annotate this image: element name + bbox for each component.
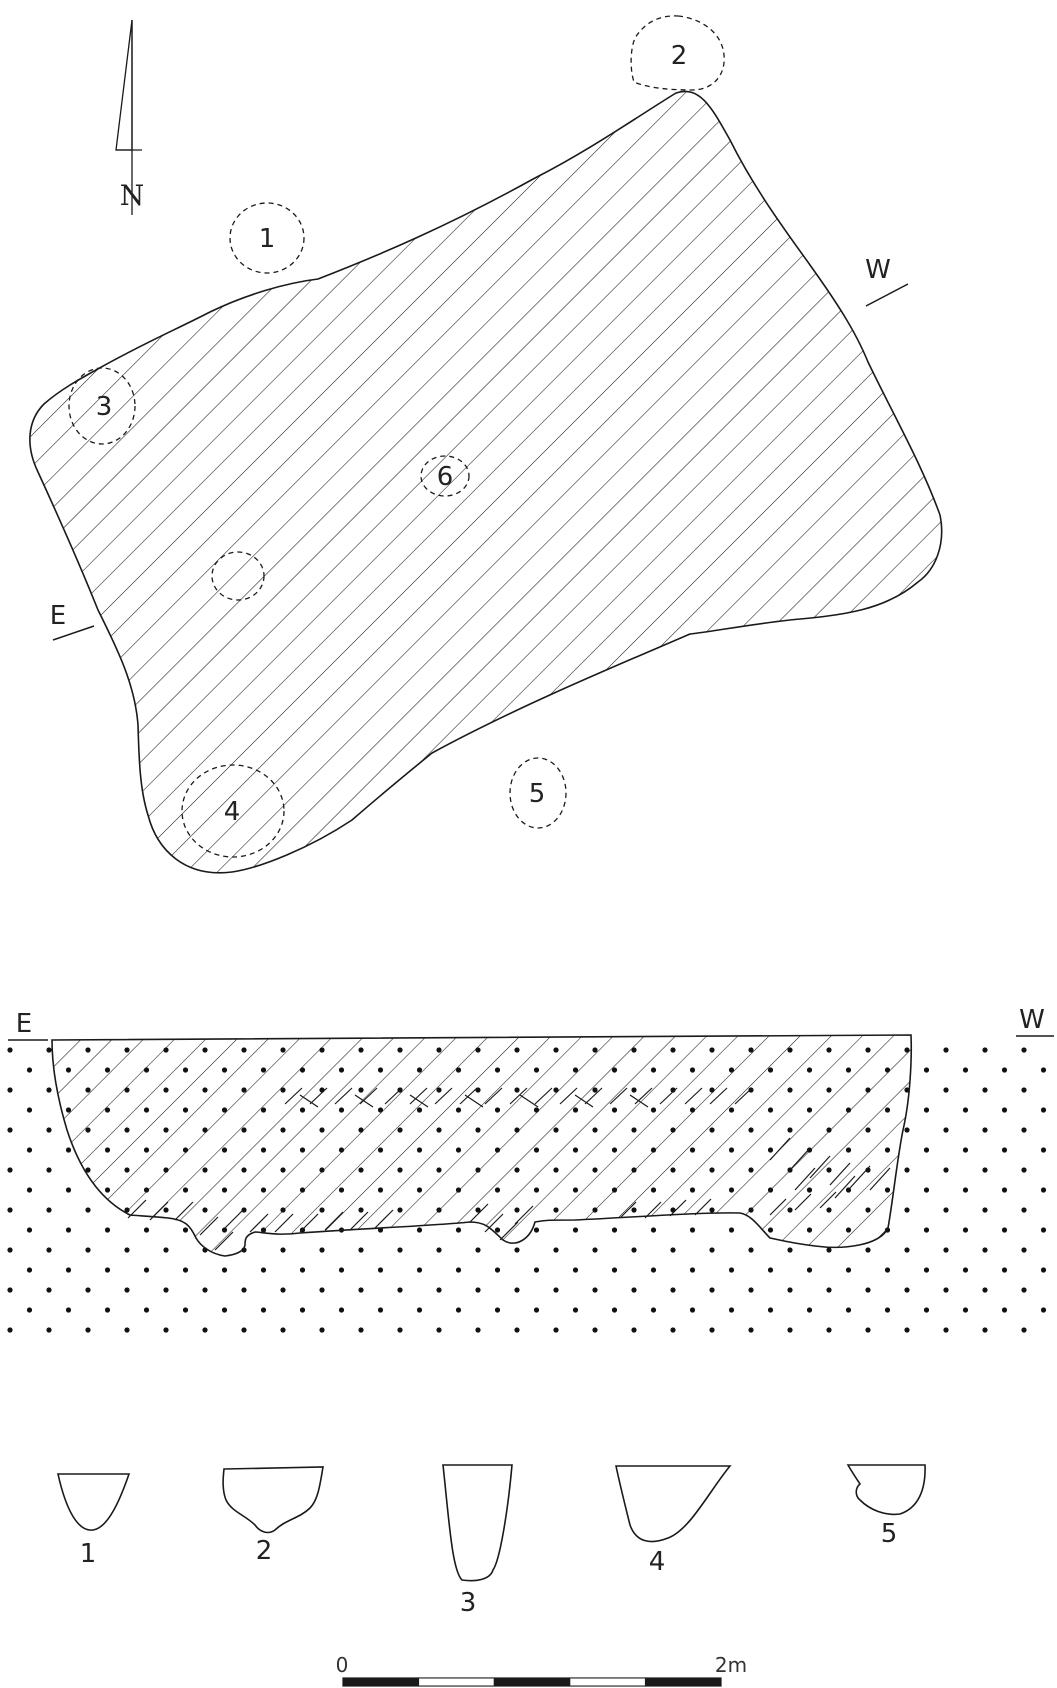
plan-label-west: W	[865, 255, 891, 285]
scale-bar-segment	[343, 1678, 419, 1686]
scale-bar-segment	[418, 1677, 495, 1687]
feature-4-label: 4	[224, 797, 241, 827]
profile-1-label: 1	[80, 1539, 97, 1569]
scale-bar-start-label: 0	[336, 1653, 349, 1677]
plan-view: W E 1 2 3 4 5 6	[29, 15, 943, 874]
section-view: E W	[0, 1005, 1057, 1335]
feature-unlabeled-outline	[211, 551, 265, 601]
scale-bar-segment	[645, 1678, 721, 1686]
feature-5-outline	[509, 757, 567, 829]
profile-2-label: 2	[256, 1536, 273, 1566]
plan-label-east: E	[50, 601, 66, 631]
profile-5-label: 5	[881, 1519, 898, 1549]
plan-section-marker-west	[865, 283, 909, 307]
profile-4-label: 4	[649, 1547, 666, 1577]
feature-1-label: 1	[259, 224, 276, 254]
plan-outline	[29, 90, 943, 874]
feature-2-outline	[630, 15, 725, 91]
profile-2-shape	[222, 1466, 324, 1534]
feature-1-outline	[229, 202, 305, 274]
feature-6-outline	[420, 455, 470, 497]
profile-3-shape	[442, 1464, 513, 1582]
feature-3-label: 3	[96, 392, 113, 422]
feature-4-outline	[181, 764, 285, 858]
north-arrow: N	[115, 19, 145, 215]
scale-bar-end-label: 2m	[715, 1653, 747, 1677]
feature-2-label: 2	[671, 41, 688, 71]
feature-6-label: 6	[437, 462, 454, 492]
profile-1-shape	[57, 1473, 131, 1531]
scale-bar-segment	[569, 1677, 646, 1687]
profile-3-label: 3	[460, 1588, 477, 1618]
scale-bar-segment	[494, 1678, 570, 1686]
north-label: N	[120, 179, 145, 212]
section-label-west: W	[1019, 1005, 1045, 1035]
feature-3-outline	[68, 367, 136, 445]
feature-profiles: 1 2 3 4 5	[57, 1464, 926, 1618]
section-crosshatch-ticks	[127, 1087, 891, 1251]
feature-5-label: 5	[529, 779, 546, 809]
section-label-east: E	[16, 1009, 32, 1039]
profile-5-shape	[846, 1464, 926, 1516]
profile-4-shape	[615, 1465, 732, 1543]
plan-section-marker-east	[52, 625, 95, 641]
scale-bar: 0 2m	[336, 1653, 747, 1687]
